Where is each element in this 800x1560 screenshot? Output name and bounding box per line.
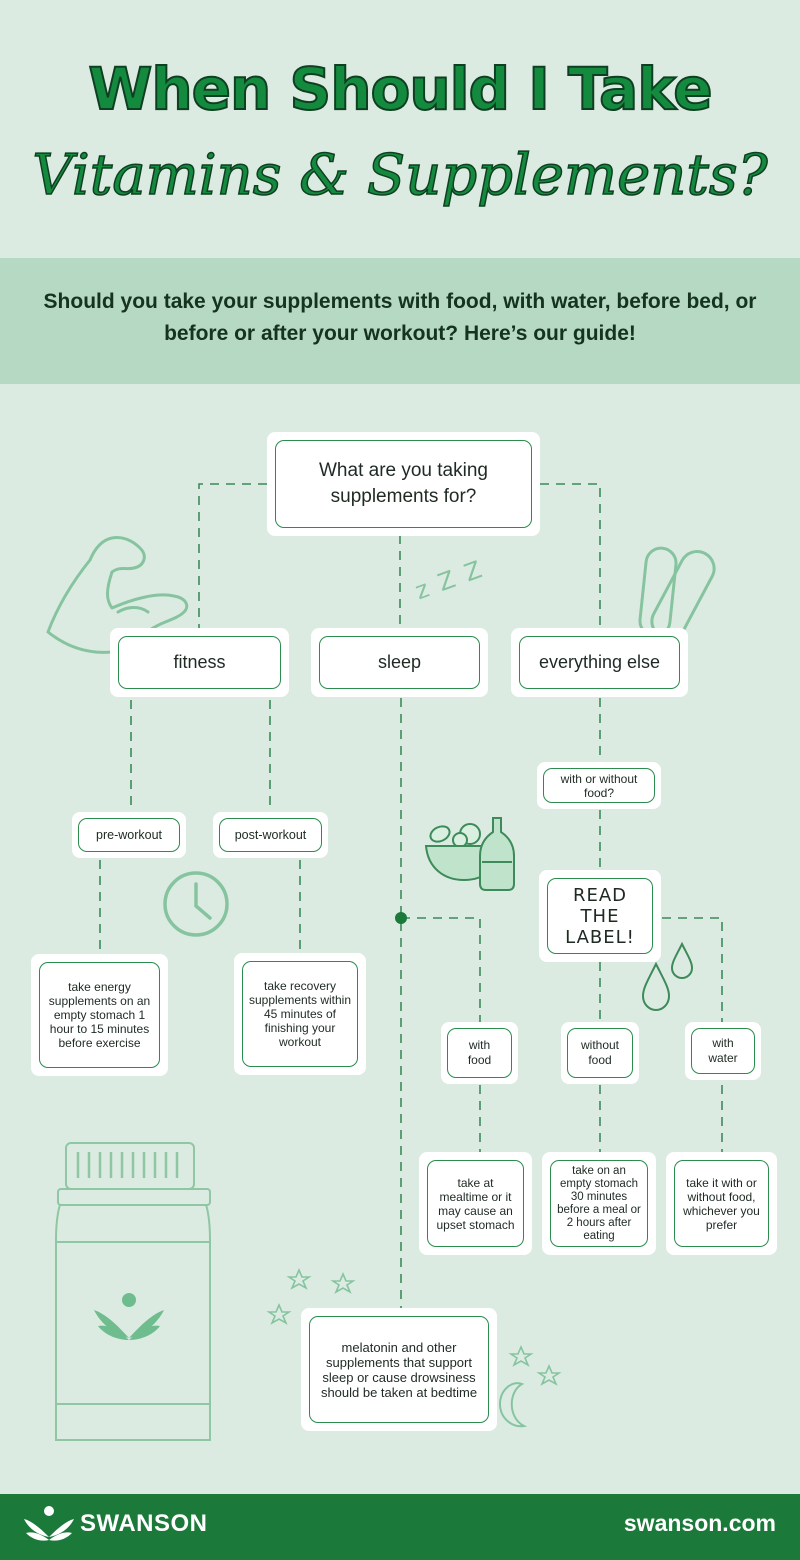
- title-line-2: Vitamins & Supplements?: [32, 142, 769, 209]
- question-card: What are you taking supplements for?: [267, 432, 540, 536]
- with-food-card: with food: [441, 1022, 518, 1084]
- everything-else-label: everything else: [519, 636, 680, 689]
- everything-else-card: everything else: [511, 628, 688, 697]
- with-food-tip: take at mealtime or it may cause an upse…: [427, 1160, 524, 1247]
- stars: [266, 1267, 562, 1386]
- pre-workout-tip: take energy supplements on an empty stom…: [39, 962, 160, 1068]
- pre-workout-card: pre-workout: [72, 812, 186, 858]
- junction-dot: [395, 912, 407, 924]
- connector-question-everything: [540, 483, 601, 628]
- moon-icon: [498, 1382, 528, 1428]
- with-water-card: with water: [685, 1022, 761, 1080]
- question-text: What are you taking supplements for?: [275, 440, 532, 528]
- connector-label-withfood: [401, 917, 481, 1022]
- post-workout-tip-card: take recovery supplements within 45 minu…: [234, 953, 366, 1075]
- connector-question-fitness: [198, 483, 267, 628]
- with-or-without-food-label: with or without food?: [543, 768, 655, 803]
- without-food-tip-card: take on an empty stomach 30 minutes befo…: [542, 1152, 656, 1255]
- post-workout-card: post-workout: [213, 812, 328, 858]
- sleep-tip: melatonin and other supplements that sup…: [309, 1316, 489, 1423]
- with-water-label: with water: [691, 1028, 755, 1074]
- clock-icon: [163, 871, 229, 937]
- connector-label-water: [662, 917, 723, 1022]
- subtitle-band: [0, 258, 800, 384]
- sleep-tip-card: melatonin and other supplements that sup…: [301, 1308, 497, 1431]
- water-drops-icon: [641, 941, 694, 1012]
- post-workout-label: post-workout: [219, 818, 322, 852]
- read-label-text: READ THE LABEL!: [547, 878, 653, 954]
- supplement-bottle: [55, 1142, 211, 1441]
- with-or-without-food-card: with or without food?: [537, 762, 661, 809]
- footer-brand: SWANSON: [80, 1510, 208, 1537]
- without-food-card: without food: [561, 1022, 639, 1084]
- title-line-1: When Should I Take: [87, 54, 713, 124]
- swanson-logo-icon: [24, 1506, 74, 1541]
- sleep-card: sleep: [311, 628, 488, 697]
- read-label-card: READ THE LABEL!: [539, 870, 661, 962]
- sleep-label: sleep: [319, 636, 480, 689]
- salad-bowl-icon: [424, 817, 515, 891]
- without-food-tip: take on an empty stomach 30 minutes befo…: [550, 1160, 648, 1247]
- with-food-label: with food: [447, 1028, 512, 1078]
- footer-bar: [0, 1494, 800, 1560]
- without-food-label: without food: [567, 1028, 633, 1078]
- pre-workout-tip-card: take energy supplements on an empty stom…: [31, 954, 168, 1076]
- leaf-person-icon: [94, 1293, 164, 1340]
- fitness-card: fitness: [110, 628, 289, 697]
- subtitle: Should you take your supplements with fo…: [43, 290, 757, 345]
- fitness-label: fitness: [118, 636, 281, 689]
- footer-website-link[interactable]: swanson.com: [623, 1510, 776, 1536]
- pre-workout-label: pre-workout: [78, 818, 180, 852]
- with-food-tip-card: take at mealtime or it may cause an upse…: [419, 1152, 532, 1255]
- with-water-tip: take it with or without food, whichever …: [674, 1160, 769, 1247]
- post-workout-tip: take recovery supplements within 45 minu…: [242, 961, 358, 1067]
- with-water-tip-card: take it with or without food, whichever …: [666, 1152, 777, 1255]
